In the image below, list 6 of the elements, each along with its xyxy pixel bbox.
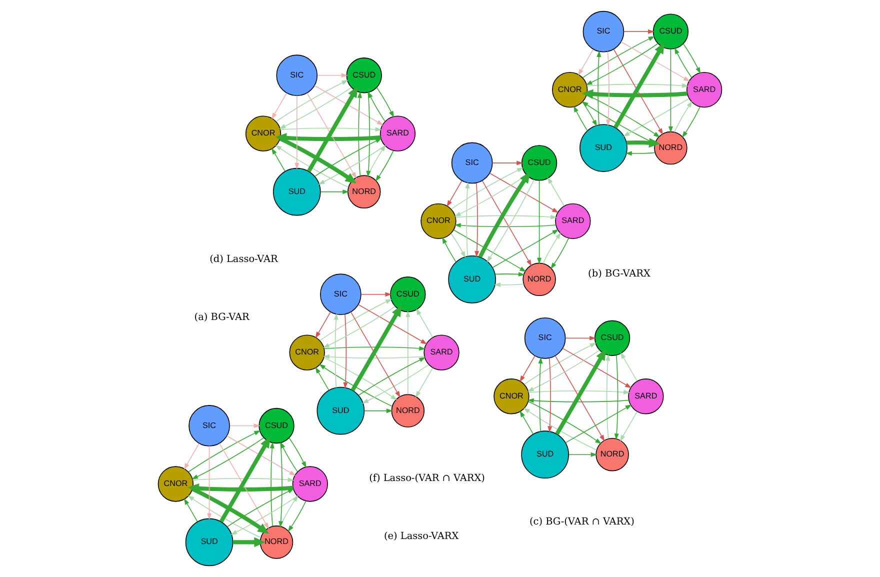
label: (e) Lasso-VARX (384, 531, 459, 542)
label: (f) Lasso-(VAR ∩ VARX) (369, 472, 485, 484)
label: (b) BG-VARX (588, 268, 650, 280)
label: (d) Lasso-VAR (210, 254, 278, 265)
label: (c) BG-(VAR ∩ VARX) (529, 516, 634, 528)
label: (a) BG-VAR (194, 312, 250, 324)
